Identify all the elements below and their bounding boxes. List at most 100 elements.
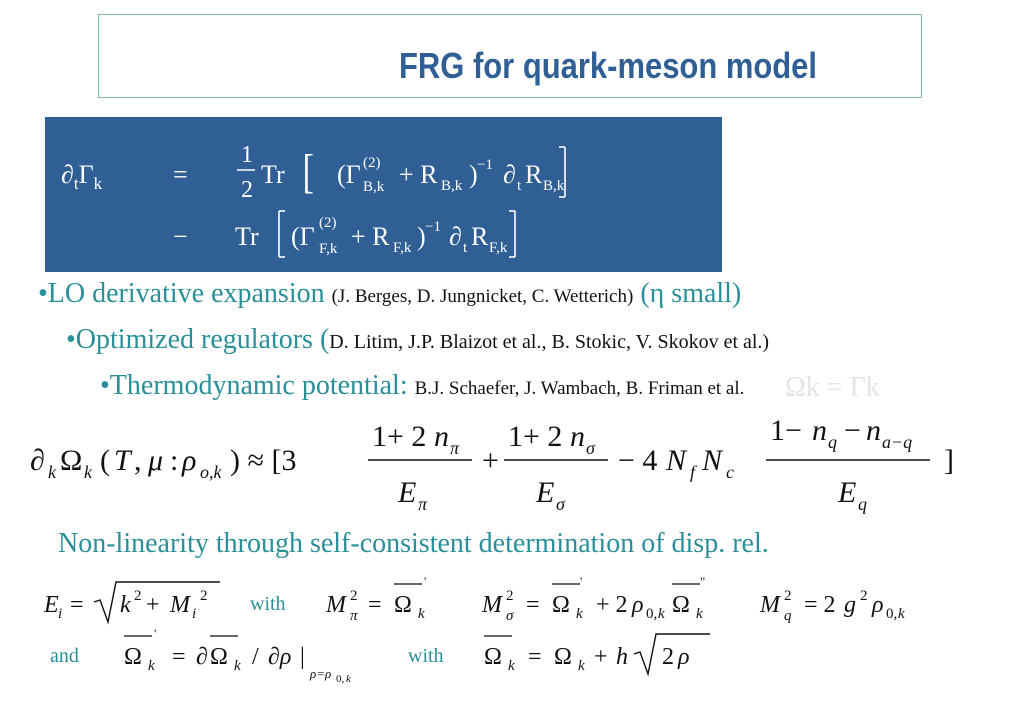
- svg-text:Ω: Ω: [554, 644, 572, 670]
- svg-text:E: E: [535, 476, 554, 509]
- svg-text:π: π: [418, 494, 428, 514]
- svg-text:π: π: [450, 438, 460, 458]
- svg-text:=: =: [70, 592, 84, 618]
- svg-text:]: ]: [944, 444, 954, 477]
- svg-text:2: 2: [241, 177, 253, 203]
- svg-text:=: =: [528, 644, 542, 670]
- bullet-thermodynamic-potential: •Thermodynamic potential: B.J. Schaefer,…: [100, 370, 744, 402]
- svg-text:M: M: [481, 592, 504, 618]
- svg-text:E: E: [837, 476, 856, 509]
- svg-text:k: k: [234, 658, 241, 674]
- svg-text:f: f: [690, 462, 698, 482]
- svg-text:M: M: [169, 592, 192, 618]
- svg-text:n: n: [866, 414, 881, 447]
- svg-text:ρ: ρ: [871, 592, 884, 618]
- svg-text:= 2: = 2: [804, 592, 836, 618]
- svg-text:Ω: Ω: [552, 592, 570, 618]
- svg-text:−1: −1: [425, 219, 441, 235]
- bullet-refs: B.J. Schaefer, J. Wambach, B. Friman et …: [414, 378, 745, 399]
- svg-text:): ): [469, 160, 478, 189]
- svg-text:=: =: [173, 160, 188, 189]
- svg-text:+: +: [594, 644, 608, 670]
- svg-text:σ: σ: [556, 494, 566, 514]
- svg-text:2: 2: [350, 588, 358, 604]
- svg-text:+ R: + R: [351, 222, 390, 251]
- svg-text:1+ 2: 1+ 2: [372, 420, 426, 453]
- svg-text:|: |: [300, 644, 305, 670]
- svg-text:ρ: ρ: [181, 444, 196, 477]
- svg-text:2: 2: [662, 644, 674, 670]
- svg-text:/: /: [252, 644, 259, 670]
- svg-text:Ω: Ω: [210, 644, 228, 670]
- bullet-refs: D. Litim, J.P. Blaizot et al., B. Stokic…: [329, 331, 770, 353]
- svg-text:2: 2: [200, 588, 208, 604]
- ghost-equation: Ωk = Γk: [785, 372, 880, 403]
- svg-text::: :: [170, 444, 178, 477]
- svg-text:Ω: Ω: [484, 644, 502, 670]
- svg-text:B,k: B,k: [363, 179, 385, 195]
- svg-text:+ R: + R: [399, 160, 438, 189]
- svg-text:F,k: F,k: [489, 240, 508, 256]
- svg-text:n: n: [812, 414, 827, 447]
- svg-text:,: ,: [134, 444, 142, 477]
- svg-text:−1: −1: [477, 157, 493, 173]
- svg-text:M: M: [325, 592, 348, 618]
- svg-text:1−: 1−: [770, 414, 802, 447]
- bullet-tail: (η small): [633, 278, 742, 309]
- svg-text:1+ 2: 1+ 2: [508, 420, 562, 453]
- svg-text:F,k: F,k: [319, 241, 338, 257]
- svg-text:k: k: [84, 462, 93, 482]
- slide-title: FRG for quark-meson model: [399, 45, 818, 86]
- svg-text:+ 2: + 2: [596, 592, 628, 618]
- svg-text:) ≈ [3: ) ≈ [3: [230, 444, 296, 477]
- svg-text:E: E: [43, 592, 59, 618]
- svg-text:−: −: [173, 222, 188, 251]
- svg-text:k: k: [898, 606, 905, 622]
- svg-text:∂: ∂: [196, 644, 208, 670]
- svg-text:Ω: Ω: [394, 592, 412, 618]
- svg-text:N: N: [701, 444, 724, 477]
- svg-text:q: q: [828, 432, 837, 452]
- svg-text:2: 2: [506, 588, 514, 604]
- svg-text:+: +: [146, 592, 160, 618]
- svg-text:F,k: F,k: [393, 240, 412, 256]
- svg-text:0,: 0,: [886, 606, 897, 622]
- omega-derivative-definitions: Ω k ' = ∂ Ω k / ∂ρ | ρ=ρ 0, k Ω k = Ω k …: [124, 626, 710, 685]
- svg-text:M: M: [759, 592, 782, 618]
- svg-text:=: =: [368, 592, 382, 618]
- svg-text:−: −: [844, 414, 861, 447]
- svg-text:i: i: [192, 606, 196, 622]
- svg-text:k: k: [48, 462, 57, 482]
- svg-text:(2): (2): [319, 215, 337, 231]
- svg-text:t: t: [463, 240, 468, 256]
- svg-text:a−q: a−q: [882, 432, 912, 452]
- potential-flow-equation: ∂ k Ω k ( T , μ : ρ o,k ) ≈ [3 1+ 2 n π …: [30, 414, 954, 514]
- svg-text:k: k: [418, 606, 425, 622]
- svg-text:(Γ: (Γ: [337, 160, 361, 189]
- svg-text:Ω: Ω: [60, 444, 82, 477]
- svg-text:[: [: [303, 144, 314, 197]
- svg-text:k: k: [346, 673, 352, 685]
- bullet-optimized-regulators: •Optimized regulators (D. Litim, J.P. Bl…: [66, 324, 769, 356]
- svg-text:ρ: ρ: [677, 644, 690, 670]
- svg-text:Ω: Ω: [124, 644, 142, 670]
- svg-text:k: k: [578, 658, 585, 674]
- svg-text:k: k: [576, 606, 583, 622]
- svg-text:=: =: [526, 592, 540, 618]
- svg-text:− 4: − 4: [618, 444, 657, 477]
- svg-text:Tr: Tr: [261, 160, 285, 189]
- svg-text:ρ=ρ: ρ=ρ: [309, 666, 331, 681]
- nonlinearity-statement: Non-linearity through self-consistent de…: [58, 528, 769, 559]
- svg-text:=: =: [172, 644, 186, 670]
- svg-text:B,k: B,k: [543, 178, 565, 194]
- svg-text:∂tΓk: ∂tΓk: [61, 160, 103, 193]
- bullet-main: •Optimized regulators (: [66, 324, 330, 355]
- svg-text:+: +: [482, 444, 499, 477]
- svg-text:∂ρ: ∂ρ: [268, 644, 291, 670]
- svg-text:k: k: [120, 592, 131, 618]
- flow-equation: ∂tΓk = 1 2 Tr [ (Γ (2) B,k + R B,k ) −1 …: [61, 142, 566, 258]
- svg-text:∂: ∂: [503, 160, 516, 189]
- svg-text:q: q: [858, 494, 867, 514]
- bullet-lo-derivative: •LO derivative expansion (J. Berges, D. …: [38, 278, 741, 310]
- svg-text:μ: μ: [147, 444, 163, 477]
